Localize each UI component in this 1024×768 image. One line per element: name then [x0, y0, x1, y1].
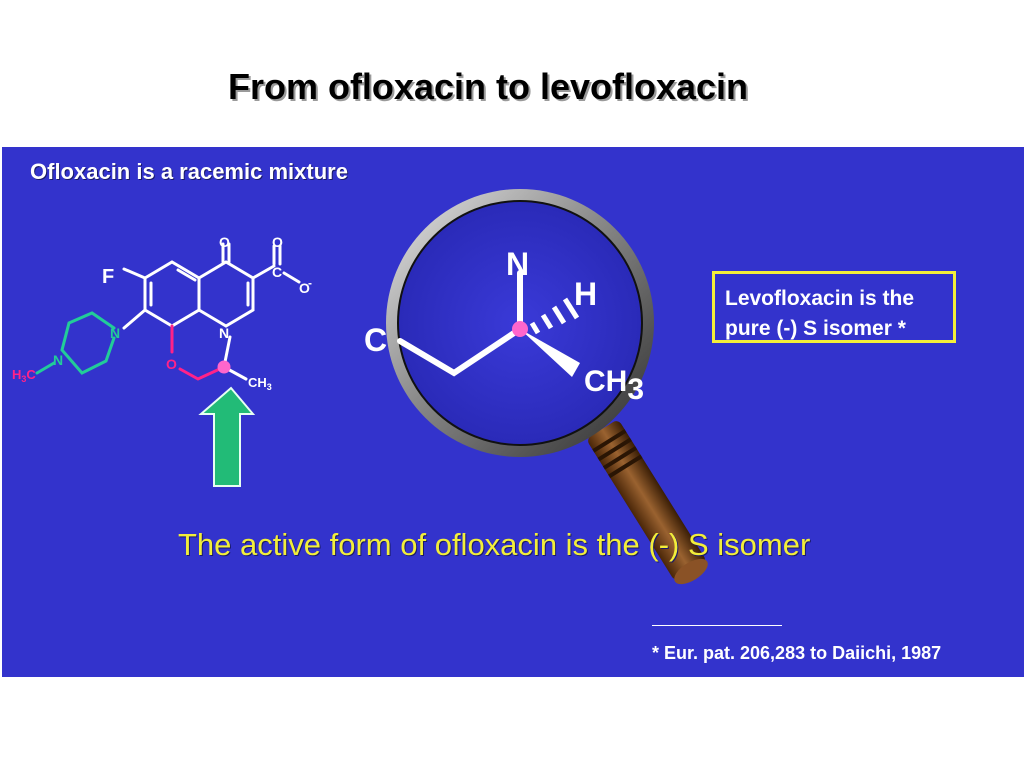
- stereocenter-dot: [217, 360, 231, 374]
- footnote-divider: [652, 625, 782, 626]
- callout-line-1: Levofloxacin is the: [725, 287, 915, 310]
- methyl-group: CH3: [248, 375, 272, 392]
- content-panel: Ofloxacin is a racemic mixture: [2, 147, 1024, 677]
- atom-piperazine-n1: N: [110, 325, 120, 341]
- carboxylate-charge: -: [308, 276, 312, 290]
- atom-ring-nitrogen: N: [219, 325, 229, 341]
- atom-carboxylate-oxygen: O: [299, 280, 310, 296]
- magnified-hydrogen: H: [574, 276, 597, 312]
- atom-carboxyl-carbon: C: [272, 264, 282, 280]
- patent-footnote: * Eur. pat. 206,283 to Daiichi, 1987: [652, 643, 942, 663]
- magnifying-glass-icon: [386, 189, 708, 585]
- n-methyl-group: H3C: [12, 367, 36, 384]
- atom-ring-oxygen: O: [166, 356, 177, 372]
- slide-title: From ofloxacin to levofloxacin: [227, 66, 749, 107]
- piperazine-ring: [35, 311, 116, 375]
- atom-ketone-oxygen: O: [219, 234, 230, 250]
- callout-line-2: pure (-) S isomer *: [725, 317, 906, 340]
- oxazine-ring: [170, 324, 226, 381]
- magnified-carbon: C: [364, 322, 387, 358]
- active-form-statement: The active form of ofloxacin is the (-) …: [178, 527, 811, 562]
- levofloxacin-callout: Levofloxacin is the pure (-) S isomer *: [712, 271, 956, 343]
- magnified-methyl: CH3: [584, 365, 644, 406]
- atom-fluorine: F: [102, 266, 114, 288]
- atom-piperazine-n4: N: [53, 352, 63, 368]
- magnified-nitrogen: N: [506, 246, 529, 282]
- atom-carboxyl-oxygen: O: [272, 234, 283, 250]
- diagram-artwork: F O O C O - N N N O CH3 H3C: [12, 189, 708, 585]
- panel-heading: Ofloxacin is a racemic mixture: [30, 159, 348, 184]
- ofloxacin-structure: [122, 242, 301, 381]
- up-arrow-icon: [198, 386, 256, 487]
